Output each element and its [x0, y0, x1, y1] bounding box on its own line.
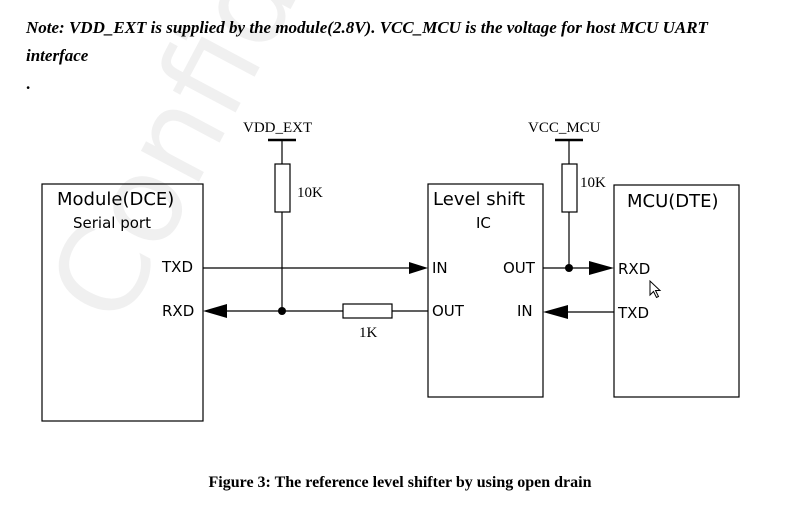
vcc-mcu-label: VCC_MCU — [528, 120, 601, 136]
level-shift-block — [427, 183, 544, 398]
junction-dot-mcu — [565, 264, 573, 272]
module-subtitle: Serial port — [73, 214, 151, 232]
mcu-txd-pin: TXD — [617, 304, 649, 322]
resistor-1k-label: 1K — [359, 325, 378, 341]
level-shift-in-left-pin: IN — [432, 259, 448, 277]
mouse-cursor-icon — [649, 279, 662, 299]
level-shift-out-right-pin: OUT — [503, 259, 536, 277]
resistor-10k-mcu-label: 10K — [580, 175, 606, 191]
mcu-block — [613, 184, 740, 398]
module-title: Module(DCE) — [57, 189, 174, 210]
level-shift-title: Level shift — [433, 189, 525, 210]
arrow-to-level-in — [409, 262, 428, 274]
resistor-1k — [342, 303, 393, 319]
module-txd-pin: TXD — [161, 258, 193, 276]
arrow-to-module-rxd — [203, 304, 227, 318]
arrow-to-level-in-right — [543, 305, 568, 319]
level-shift-subtitle: IC — [476, 214, 491, 232]
note-trailing-dot: . — [26, 74, 31, 93]
mcu-rxd-pin: RXD — [618, 260, 650, 278]
module-rxd-pin: RXD — [162, 302, 194, 320]
vdd-ext-label: VDD_EXT — [243, 120, 312, 136]
arrow-to-mcu-rxd — [589, 261, 614, 275]
level-shift-in-right-pin: IN — [517, 302, 533, 320]
level-shift-out-left-pin: OUT — [432, 302, 465, 320]
module-block — [41, 183, 204, 422]
watermark: Confidential — [23, 0, 485, 344]
junction-dot-rxd — [278, 307, 286, 315]
resistor-10k-mcu — [561, 163, 578, 213]
note-text: Note: VDD_EXT is supplied by the module(… — [26, 18, 708, 65]
figure-caption: Figure 3: The reference level shifter by… — [208, 474, 592, 491]
resistor-10k-module — [274, 163, 291, 213]
resistor-10k-module-label: 10K — [297, 185, 323, 201]
mcu-title: MCU(DTE) — [627, 191, 719, 212]
